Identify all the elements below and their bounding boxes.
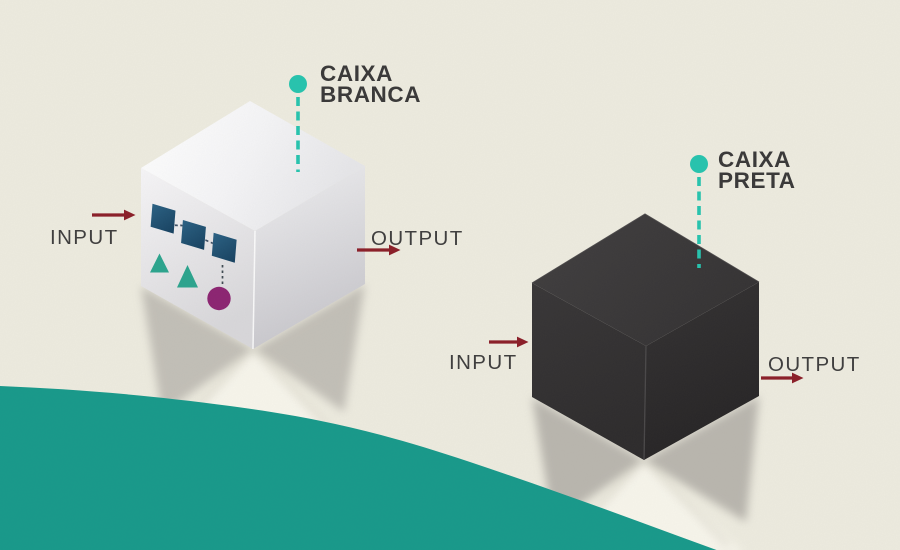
white-box-output-label: OUTPUT xyxy=(371,227,464,250)
white-box-title-line2: BRANCA xyxy=(320,81,422,107)
white-box-input-label: INPUT xyxy=(50,226,119,249)
white-box-title: CAIXA BRANCA xyxy=(320,61,422,107)
white-box-title-line1: CAIXA xyxy=(320,61,394,86)
black-box-title: CAIXA PRETA xyxy=(718,147,796,193)
black-box-title-line1: CAIXA xyxy=(718,147,792,172)
black-box-title-line2: PRETA xyxy=(718,167,796,193)
black-box-output-label: OUTPUT xyxy=(768,353,861,376)
black-box-input-label: INPUT xyxy=(449,351,518,374)
